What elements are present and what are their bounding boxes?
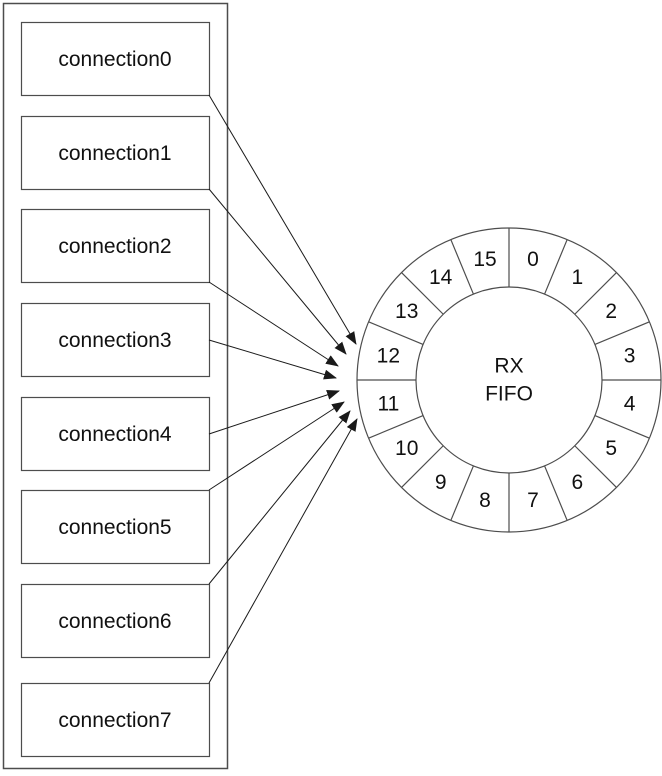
fifo-slot-divider [594,321,650,345]
fifo-slot-label: 8 [479,489,491,512]
fifo-slot-divider [368,415,424,439]
fifo-slot-label: 9 [435,471,447,494]
connection-box-group: connection2 [20,208,211,284]
fifo-slot-label: 15 [473,248,496,271]
fifo-slot-label: 7 [527,489,539,512]
connection-label: connection0 [58,48,171,71]
connection-box [20,682,211,758]
connection-label: connection3 [58,329,171,352]
fifo-slot-divider [544,239,568,295]
connection-box [20,208,211,284]
fifo-slot-label: 14 [429,266,453,289]
fifo-slot-divider [401,272,444,315]
connection-label: connection6 [58,610,171,633]
fan-in-arrow-connection3 [208,339,337,380]
connection-group-frame [2,2,229,770]
fifo-slot-divider [594,415,650,439]
fifo-slot-label: 0 [527,248,539,271]
fifo-slot-divider [401,445,444,488]
fifo-slot-divider [450,239,474,295]
connection-box-group: connection0 [20,21,211,97]
fan-in-arrow-connection5 [208,401,345,491]
fifo-slot-label: 6 [571,471,583,494]
fifo-inner-circle [415,286,603,474]
fifo-slot-label: 10 [395,437,418,460]
fifo-slot-label: 12 [377,345,400,368]
connection-label: connection2 [58,235,171,258]
fifo-slot-divider [574,272,617,315]
fifo-slot-label: 4 [624,392,636,415]
connection-box [20,396,211,472]
connection-box [20,21,211,97]
connection-box-group: connection7 [20,682,211,758]
connection-box-group: connection1 [20,115,211,191]
fan-in-arrow-connection7 [208,418,358,684]
fifo-slot-label: 5 [605,437,617,460]
fan-in-arrow-connection4 [208,390,340,435]
fifo-slot-divider [450,465,474,521]
connection-label: connection5 [58,516,171,539]
connection-box-group: connection6 [20,583,211,659]
connection-label: connection4 [58,423,172,446]
connection-box-group: connection5 [20,489,211,565]
connection-label: connection7 [58,709,171,732]
fifo-slot-label: 11 [377,392,399,415]
connection-box [20,489,211,565]
fan-in-arrow-connection0 [208,94,357,345]
fifo-slot-divider [544,465,568,521]
fifo-slot-label: 2 [605,300,617,323]
fan-in-arrow-connection1 [208,188,347,355]
connection-box [20,583,211,659]
fifo-slot-label: 13 [395,300,418,323]
connection-box [20,115,211,191]
connection-label: connection1 [58,142,171,165]
fan-in-arrow-connection2 [208,281,339,367]
fan-in-arrow-connection6 [208,410,351,585]
fifo-slot-label: 3 [624,345,636,368]
connection-box-group: connection3 [20,302,211,378]
fifo-slot-divider [574,445,617,488]
fifo-slot-divider [368,321,424,345]
connection-box [20,302,211,378]
connection-box-group: connection4 [20,396,211,472]
fifo-center-label: FIFO [485,383,533,406]
fifo-slot-label: 1 [571,266,583,289]
fifo-center-label: RX [494,355,523,378]
